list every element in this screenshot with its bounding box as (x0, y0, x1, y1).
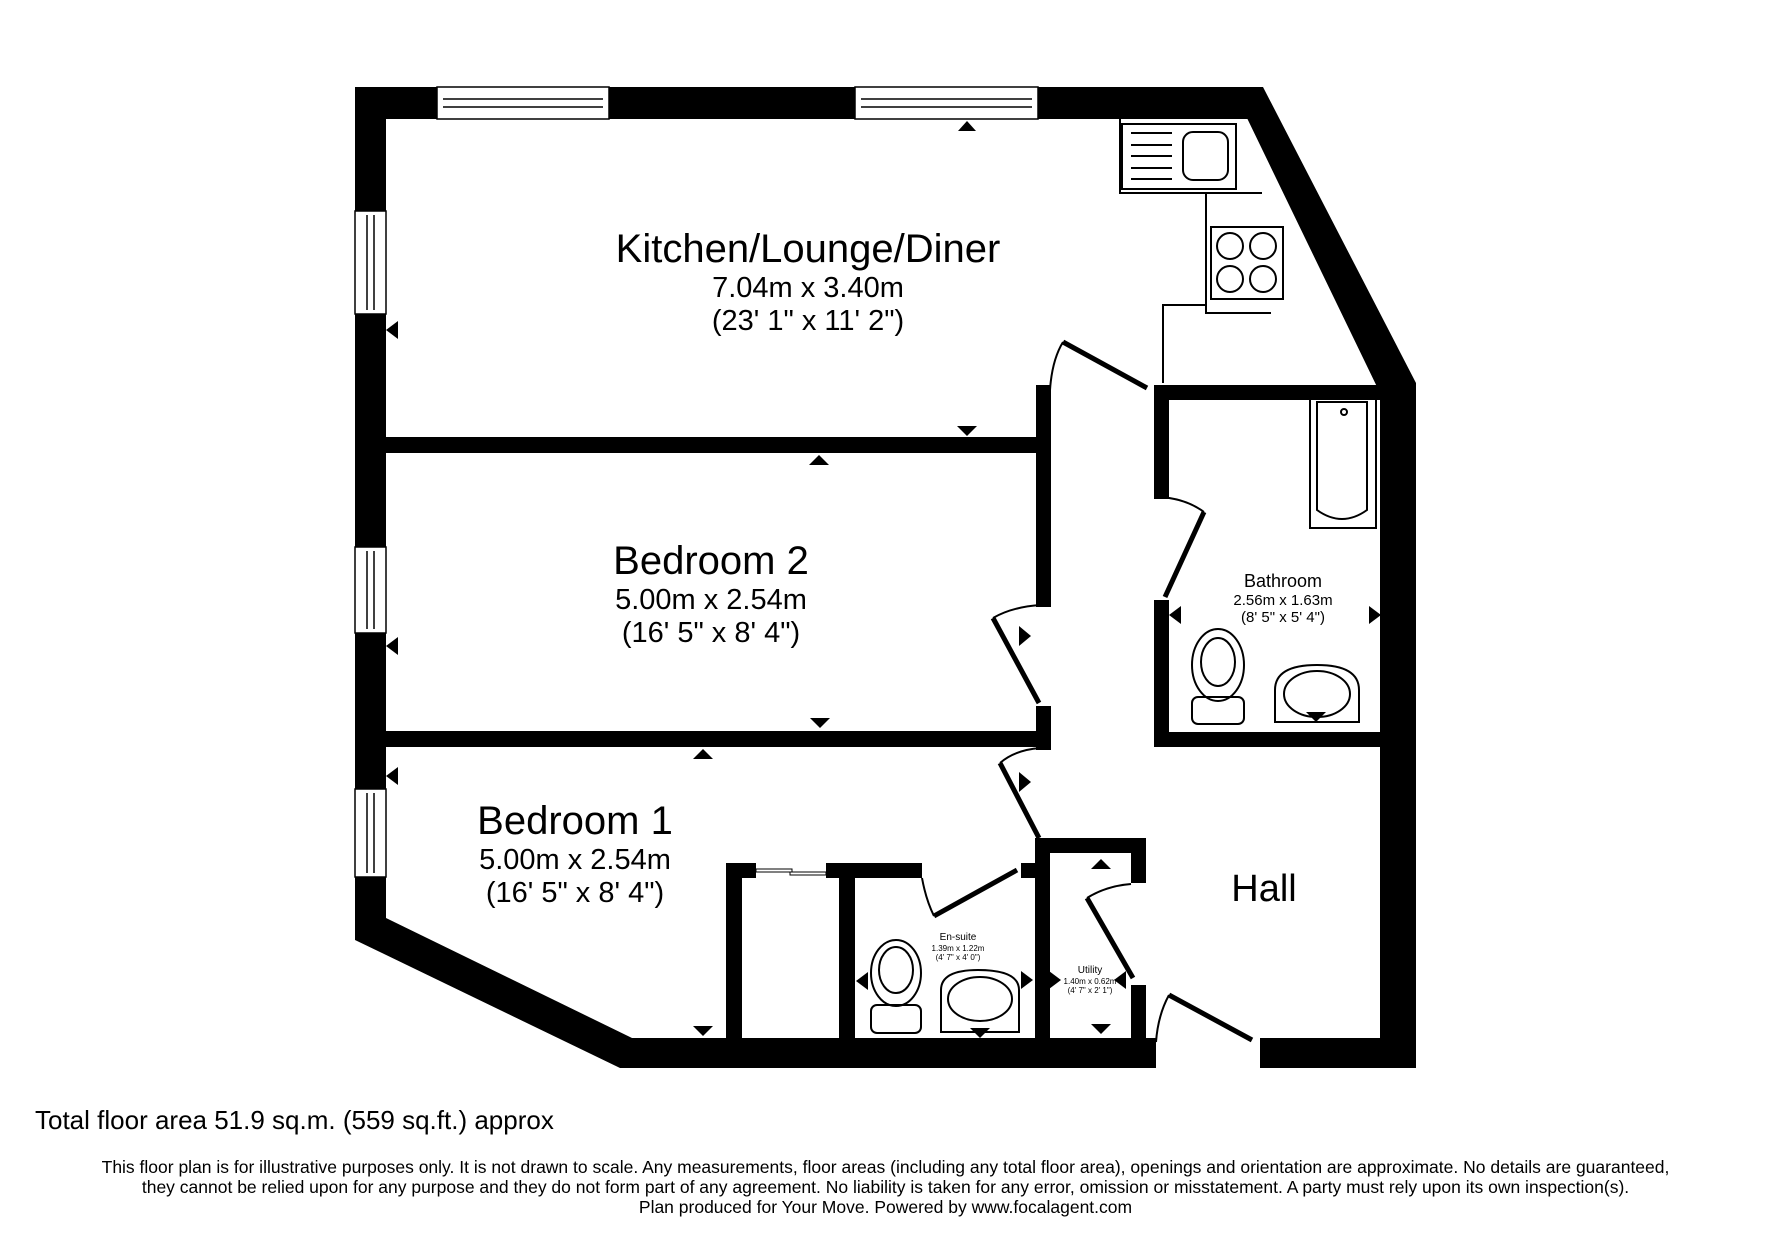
room-imperial: (4' 7" x 4' 0") (935, 952, 981, 962)
room-label-bedroom2: Bedroom 2 5.00m x 2.54m (16' 5" x 8' 4") (613, 538, 809, 651)
room-label-ensuite: En-suite 1.39m x 1.22m (4' 7" x 4' 0") (932, 932, 985, 962)
door-swing-icon (921, 339, 1254, 1043)
bath-icon (1309, 396, 1377, 529)
disclaimer: This floor plan is for illustrative purp… (0, 1157, 1771, 1217)
ensuite-toilet-icon (870, 939, 922, 1034)
room-metric: 1.40m x 0.62m (1063, 976, 1117, 986)
room-imperial: (4' 7" x 2' 1") (1067, 985, 1113, 995)
ensuite-basin-icon (940, 968, 1020, 1033)
room-imperial: (16' 5" x 8' 4") (621, 617, 801, 650)
sliding-door-icon (755, 868, 827, 876)
room-label-bathroom: Bathroom 2.56m x 1.63m (8' 5" x 5' 4") (1233, 571, 1332, 626)
room-imperial: (16' 5" x 8' 4") (485, 877, 665, 910)
room-imperial: (23' 1" x 11' 2") (711, 305, 905, 338)
room-name: Bedroom 1 (477, 799, 673, 843)
room-name: Kitchen/Lounge/Diner (615, 227, 1001, 271)
disclaimer-line: Plan produced for Your Move. Powered by … (638, 1197, 1133, 1217)
room-metric: 5.00m x 2.54m (615, 584, 807, 616)
disclaimer-line: they cannot be relied upon for any purpo… (141, 1177, 1630, 1197)
room-name: Utility (1077, 965, 1103, 976)
room-metric: 5.00m x 2.54m (479, 844, 671, 876)
room-name: Hall (1231, 868, 1297, 910)
room-metric: 1.39m x 1.22m (931, 943, 985, 953)
disclaimer-line: This floor plan is for illustrative purp… (101, 1157, 1670, 1177)
floor-plan (354, 86, 1416, 1068)
worktop-outline (1119, 119, 1271, 383)
sink-icon (1121, 123, 1237, 190)
room-imperial: (8' 5" x 5' 4") (1241, 608, 1325, 626)
room-label-utility: Utility 1.40m x 0.62m (4' 7" x 2' 1") (1064, 965, 1117, 995)
room-label-kitchen: Kitchen/Lounge/Diner 7.04m x 3.40m (23' … (616, 226, 1001, 339)
interior-walls (386, 385, 1384, 1043)
hob-icon (1210, 226, 1284, 300)
room-metric: 7.04m x 3.40m (712, 272, 904, 304)
room-name: Bathroom (1243, 571, 1323, 591)
room-name: Bedroom 2 (613, 539, 809, 583)
toilet-icon (1191, 628, 1245, 725)
room-name: En-suite (939, 932, 977, 943)
room-metric: 2.56m x 1.63m (1233, 591, 1333, 609)
measurement-marker-icon (386, 121, 1381, 1038)
room-label-hall: Hall (1231, 868, 1296, 912)
window-icon (354, 86, 1039, 878)
total-floor-area: Total floor area 51.9 sq.m. (559 sq.ft.)… (35, 1105, 554, 1135)
room-label-bedroom1: Bedroom 1 5.00m x 2.54m (16' 5" x 8' 4") (477, 798, 673, 911)
